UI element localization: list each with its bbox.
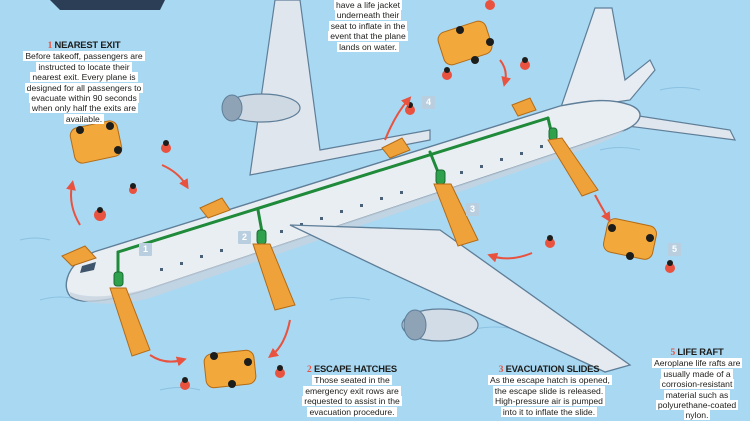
aisle-route: [116, 116, 554, 274]
cockpit-window: [80, 262, 96, 273]
near-engine: [401, 308, 479, 342]
label-nearest-exit-num: 1: [47, 41, 53, 51]
corner-box: [50, 0, 165, 10]
life-rafts: [69, 20, 657, 389]
label-evacuation-slides-text: As the escape hatch is opened, the escap…: [488, 375, 612, 417]
label-life-raft-body: Aeroplane life rafts are usually made of…: [652, 358, 743, 421]
label-life-jacket-body: have a life jacket underneath their seat…: [328, 0, 408, 52]
label-nearest-exit-title: 1 NEAREST EXIT: [22, 39, 146, 51]
window-row: [160, 145, 543, 271]
far-wing: [249, 0, 431, 176]
label-evacuation-slides-num: 3: [498, 365, 504, 375]
label-escape-hatches-heading: ESCAPE HATCHES: [313, 363, 397, 374]
badge-3: 3: [466, 203, 479, 216]
label-escape-hatches-body: Those seated in the emergency exit rows …: [300, 375, 404, 417]
label-evacuation-slides-heading: EVACUATION SLIDES: [505, 363, 600, 374]
label-evacuation-slides-title: 3 EVACUATION SLIDES: [488, 363, 610, 375]
label-nearest-exit: 1 NEAREST EXIT Before takeoff, passenger…: [22, 39, 146, 124]
label-life-raft-title: 5 LIFE RAFT: [652, 346, 742, 358]
label-nearest-exit-body: Before takeoff, passengers are instructe…: [22, 51, 146, 124]
badge-4: 4: [422, 96, 435, 109]
escape-arrows: [66, 59, 611, 367]
swimmers: [94, 0, 675, 390]
raft-passengers: [76, 26, 654, 388]
badge-5: 5: [668, 243, 681, 256]
evacuation-slides: [61, 97, 599, 357]
badge-2: 2: [238, 231, 251, 244]
label-life-raft-text: Aeroplane life rafts are usually made of…: [652, 358, 743, 421]
far-engine: [221, 93, 301, 123]
exit-doors: [113, 127, 558, 287]
label-life-jacket: have a life jacket underneath their seat…: [328, 0, 408, 52]
label-escape-hatches: 2 ESCAPE HATCHES Those seated in the eme…: [300, 363, 404, 417]
label-nearest-exit-heading: NEAREST EXIT: [54, 39, 121, 50]
badge-1: 1: [139, 243, 152, 256]
label-evacuation-slides: 3 EVACUATION SLIDES As the escape hatch …: [488, 363, 612, 417]
label-life-raft-num: 5: [670, 348, 675, 358]
near-wing: [289, 224, 632, 373]
label-escape-hatches-title: 2 ESCAPE HATCHES: [300, 363, 404, 375]
label-escape-hatches-text: Those seated in the emergency exit rows …: [302, 375, 402, 417]
label-escape-hatches-num: 2: [307, 365, 312, 375]
fuselage: [65, 99, 641, 302]
tail-fin: [559, 7, 656, 111]
label-evacuation-slides-body: As the escape hatch is opened, the escap…: [488, 375, 612, 417]
label-life-raft: 5 LIFE RAFT Aeroplane life rafts are usu…: [652, 346, 743, 421]
label-life-raft-heading: LIFE RAFT: [677, 346, 724, 357]
label-life-jacket-text: have a life jacket underneath their seat…: [328, 0, 408, 52]
label-nearest-exit-text: Before takeoff, passengers are instructe…: [23, 51, 145, 124]
